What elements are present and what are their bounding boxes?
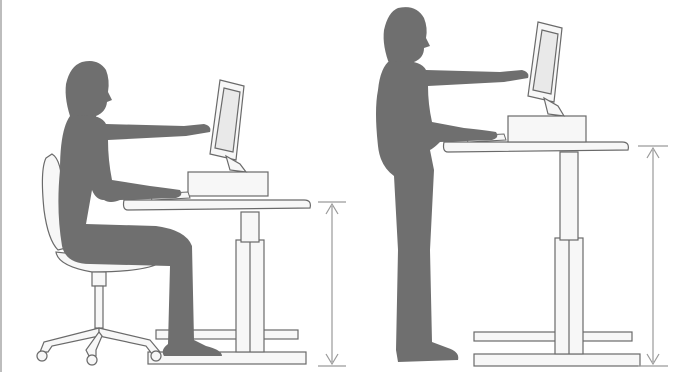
standing-desk [444,142,641,366]
head [66,61,112,124]
sitting-monitor [210,80,246,172]
desk-floor-plate [474,354,640,366]
sitting-desk [124,200,311,364]
chair-leg-right [99,328,160,354]
desk-foot-bar [474,332,632,341]
computer-base [188,172,268,196]
desk-leg-inner [241,212,259,242]
standing-person-silhouette [376,7,528,362]
chair-caster [87,355,97,365]
standing-height-dimension [638,146,668,366]
head [384,7,430,68]
standing-monitor [528,22,564,116]
chair-gas-lift-top [92,272,106,286]
body [58,115,222,356]
chair-caster [37,351,47,361]
standing-scene [376,7,668,366]
chair-caster [151,351,161,361]
sitting-scene [37,61,346,366]
desk-leg-inner [560,152,578,240]
computer-base [508,116,586,142]
desk-top [124,200,311,210]
sitting-height-dimension [318,202,346,366]
body [376,61,528,362]
chair-gas-lift [95,286,103,328]
desk-top [444,142,629,152]
